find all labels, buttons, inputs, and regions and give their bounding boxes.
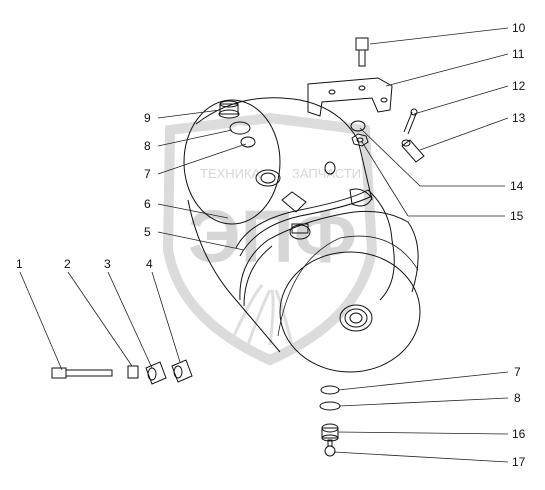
strap-hook-left <box>281 191 307 213</box>
label-part-15: 15 <box>510 209 524 223</box>
strap-hook-right <box>349 188 373 207</box>
tank-lower-outline <box>187 199 281 353</box>
label-part-7-bottom: 7 <box>514 365 521 379</box>
washer-top <box>229 121 251 135</box>
tank-rear-end <box>183 99 281 225</box>
nut-15 <box>351 133 369 147</box>
washer-14 <box>350 120 366 132</box>
tank-upper-outline <box>195 97 373 201</box>
label-part-16: 16 <box>512 427 526 441</box>
tank-front-rim <box>277 235 419 337</box>
label-part-17: 17 <box>512 455 526 469</box>
drain-ring-17 <box>324 439 336 457</box>
gasket-bottom <box>320 385 340 395</box>
bolt-10 <box>355 37 369 67</box>
label-part-11: 11 <box>512 47 525 61</box>
label-part-9: 9 <box>144 111 151 125</box>
top-boss <box>255 169 281 187</box>
label-part-3: 3 <box>104 257 111 271</box>
label-part-2: 2 <box>64 257 71 271</box>
label-part-13: 13 <box>512 111 526 125</box>
label-part-8-top: 8 <box>144 139 151 153</box>
label-part-5: 5 <box>144 225 151 239</box>
label-part-6: 6 <box>144 197 151 211</box>
bracket-11 <box>307 77 393 117</box>
watermark-text-left: ТЕХНИКА <box>200 166 261 181</box>
cotter-pin-12 <box>403 108 418 135</box>
nut-2 <box>127 365 139 379</box>
strap-6 <box>239 210 419 301</box>
strap-5 <box>235 189 395 301</box>
watermark-text-right: ЗАПЧАСТИ <box>292 166 361 181</box>
watermark-logo-letters: ЭПФ <box>188 195 357 278</box>
part-labels: 1 2 3 4 5 6 7 8 9 10 11 12 13 14 15 7 8 … <box>16 21 526 469</box>
label-part-12: 12 <box>512 79 526 93</box>
bolt-1 <box>51 367 113 379</box>
side-boss <box>324 161 336 175</box>
tank-assembly <box>183 97 421 373</box>
washer-bottom <box>319 401 341 411</box>
label-part-7-top: 7 <box>144 167 151 181</box>
label-part-4: 4 <box>146 257 153 271</box>
sleeve-4 <box>171 359 193 383</box>
drain-plug <box>339 304 373 332</box>
leader-lines <box>19 27 509 463</box>
filler-cap <box>218 100 240 119</box>
pin-13 <box>401 139 425 163</box>
tank-straps <box>235 188 419 307</box>
label-part-10: 10 <box>512 21 526 35</box>
drain-cock-16 <box>321 423 339 442</box>
tank-front-end <box>279 251 421 373</box>
gasket-top <box>240 136 256 148</box>
label-part-14: 14 <box>510 179 524 193</box>
label-part-1: 1 <box>16 257 23 271</box>
label-part-8-bottom: 8 <box>514 391 521 405</box>
sleeve-3 <box>145 361 167 385</box>
watermark-logo: ТЕХНИКА ЗАПЧАСТИ ЭПФ <box>162 112 378 366</box>
